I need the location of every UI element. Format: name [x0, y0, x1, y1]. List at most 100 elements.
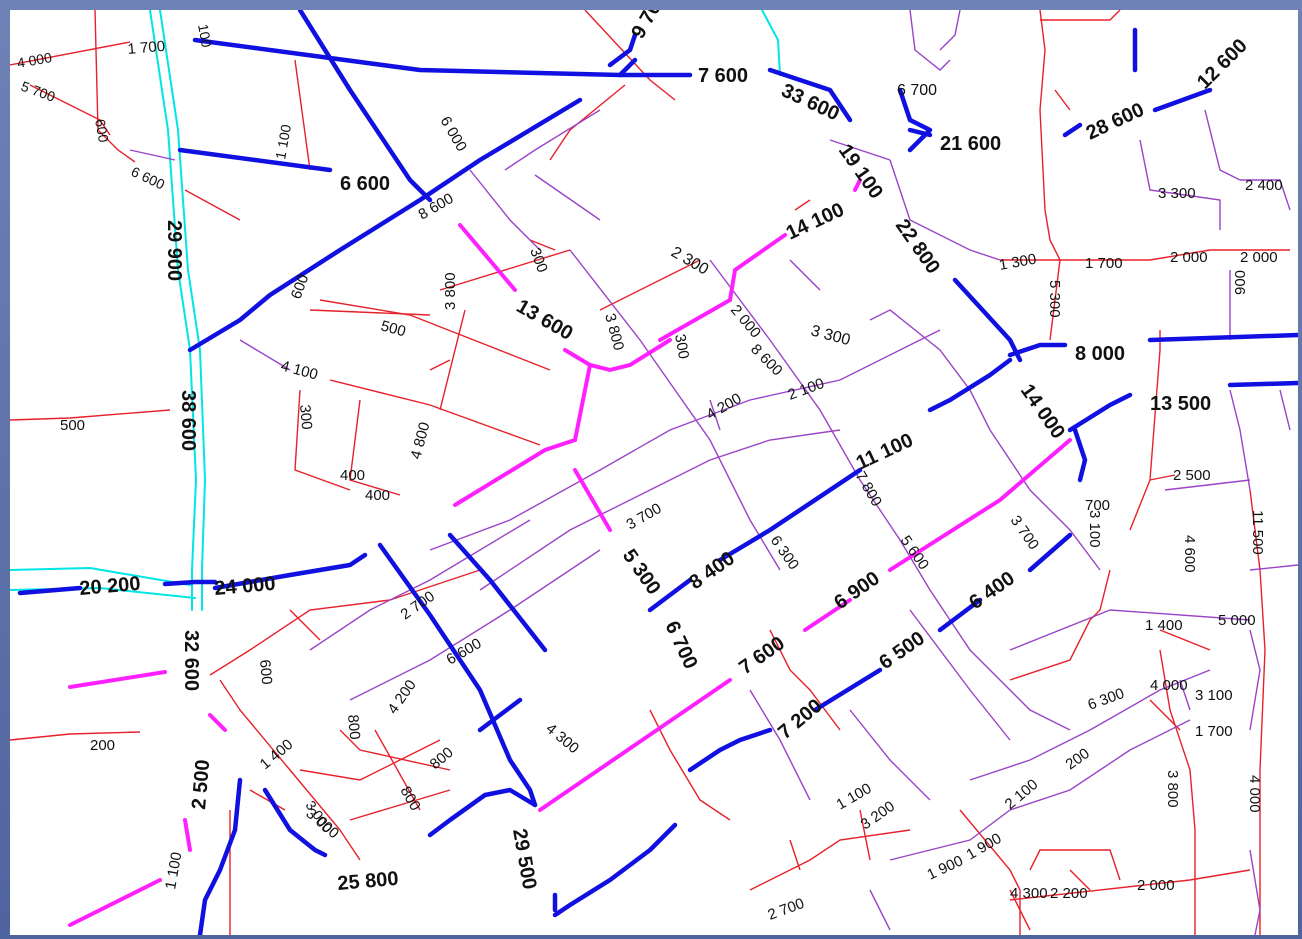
road-volume-label: 4 000: [1246, 775, 1263, 813]
secondary-road: [803, 598, 852, 632]
secondary-road: [658, 233, 787, 342]
primary-road: [1072, 427, 1088, 483]
road-volume-label: 32 600: [180, 630, 202, 691]
road-volume-label: 4 000: [1150, 677, 1188, 694]
primary-road: [812, 667, 883, 713]
road-volume-label: 4 300: [1010, 885, 1048, 902]
local-road: [1129, 330, 1161, 531]
local-road: [939, 10, 961, 51]
local-road: [429, 359, 451, 371]
local-road: [1149, 699, 1181, 731]
road-volume-label: 1 300: [998, 251, 1038, 274]
road-volume-label: 4 100: [279, 357, 320, 383]
road-volume-label: 300: [296, 404, 315, 430]
road-volume-label: 1 700: [127, 38, 166, 58]
road-volume-label: 33 600: [778, 80, 843, 126]
local-road: [1159, 649, 1196, 935]
road-volume-label: 6 600: [340, 173, 390, 195]
road-volume-label: 3 100: [1195, 687, 1233, 704]
road-volume-label: 29 500: [508, 827, 540, 891]
local-road: [829, 139, 891, 161]
road-volume-label: 6 500: [875, 627, 929, 674]
primary-road: [187, 97, 583, 353]
local-road: [529, 239, 556, 251]
local-road: [789, 839, 801, 871]
road-volume-label: 2 100: [786, 375, 827, 404]
road-volume-label: 3 200: [858, 798, 899, 833]
road-volume-label: 21 600: [940, 133, 1001, 155]
local-road: [439, 309, 466, 411]
local-road: [1009, 889, 1031, 931]
local-road: [294, 389, 351, 491]
secondary-road: [68, 670, 167, 689]
primary-layer: [17, 10, 1298, 935]
road-volume-label: 1 100: [162, 851, 185, 891]
secondary-road: [68, 878, 162, 927]
road-volume-label: 800: [427, 744, 457, 773]
local-road: [1279, 389, 1291, 431]
local-road: [339, 729, 451, 771]
secondary-road: [573, 468, 612, 532]
primary-road: [1227, 380, 1298, 388]
local-road: [10, 731, 141, 741]
primary-road: [297, 10, 433, 203]
local-road: [1249, 849, 1261, 935]
local-road: [239, 339, 291, 371]
secondary-road: [563, 338, 672, 373]
local-road: [794, 199, 811, 211]
local-road: [1149, 474, 1176, 481]
road-volume-label: 14 100: [783, 199, 848, 245]
road-volume-label: 8 400: [685, 547, 739, 594]
secondary-road: [573, 363, 592, 442]
road-volume-label: 2 100: [1002, 776, 1042, 813]
road-volume-label: 7 600: [735, 632, 789, 679]
local-road: [10, 409, 171, 421]
road-volume-label: 800: [344, 714, 363, 740]
primary-road: [717, 467, 863, 563]
road-volume-label: 2 200: [1050, 885, 1088, 902]
road-volume-label: 8 600: [747, 341, 786, 380]
road-volume-label: 3 300: [809, 322, 852, 349]
local-road: [10, 41, 131, 66]
local-road: [374, 729, 421, 811]
road-volume-label: 24 000: [214, 573, 277, 600]
primary-road: [1062, 122, 1083, 138]
primary-road: [427, 787, 538, 838]
local-road: [869, 309, 1101, 571]
primary-road: [192, 37, 638, 78]
local-road: [909, 609, 1011, 741]
road-volume-label: 6 300: [1086, 685, 1127, 714]
road-volume-label: 2 500: [1173, 467, 1211, 484]
local-road: [309, 309, 431, 316]
primary-road: [1152, 87, 1213, 113]
local-road: [479, 429, 841, 591]
road-volume-label: 4 200: [384, 677, 419, 718]
road-volume-label: 22 800: [891, 215, 944, 278]
local-road: [349, 789, 451, 821]
road-volume-label: 5 000: [1218, 612, 1256, 629]
local-road: [1164, 479, 1251, 491]
local-road: [1040, 10, 1121, 21]
road-volume-label: 1 100: [272, 123, 294, 160]
local-road: [584, 10, 676, 101]
road-volume-label: 1 100: [834, 780, 875, 813]
local-road: [319, 299, 551, 371]
road-volume-label: 300: [671, 333, 692, 361]
road-volume-label: 3 800: [442, 272, 459, 310]
local-road: [869, 889, 891, 931]
road-volume-label: 11 100: [853, 429, 917, 474]
road-volume-label: 1 700: [1195, 723, 1233, 740]
local-road: [1179, 679, 1191, 711]
primary-road: [177, 147, 333, 173]
secondary-road: [538, 678, 732, 812]
road-volume-label: 7 600: [698, 65, 748, 87]
road-volume-label: 5 700: [19, 78, 58, 105]
primary-road: [687, 727, 773, 773]
road-volume-label: 200: [1063, 745, 1093, 773]
local-road: [1009, 609, 1111, 651]
road-volume-label: 1 900: [925, 852, 966, 883]
road-volume-label: 200: [90, 737, 115, 754]
